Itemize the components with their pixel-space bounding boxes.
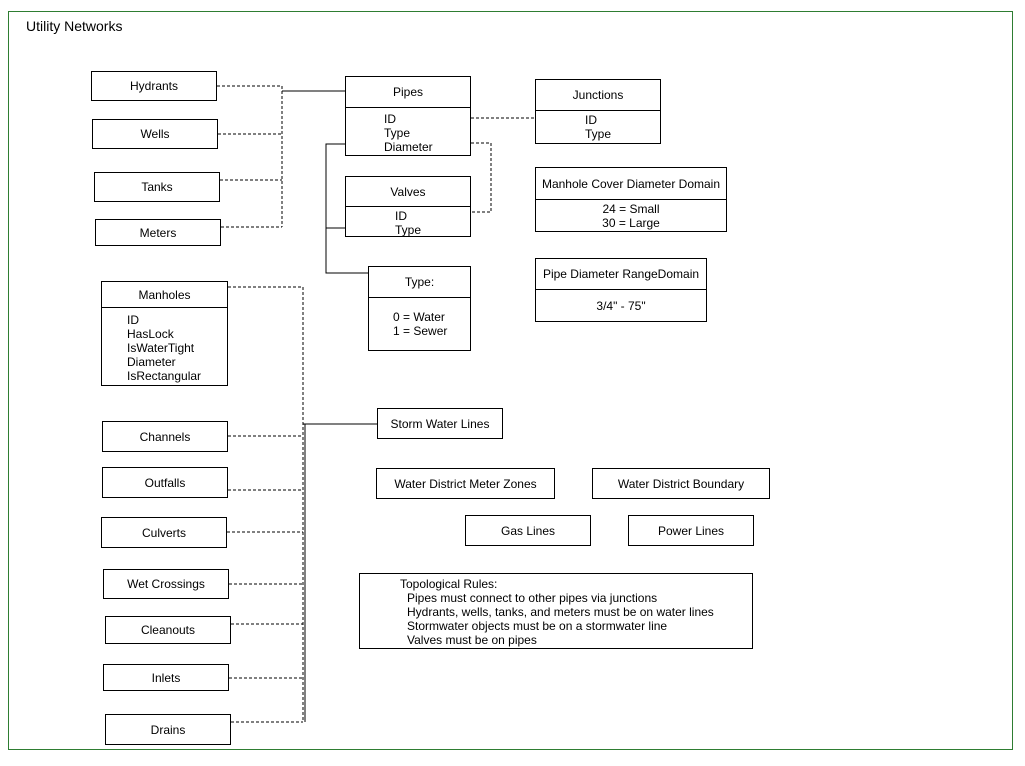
meters-box: Meters [95, 219, 221, 246]
connector-pipes-type [325, 143, 369, 274]
wells-box: Wells [92, 119, 218, 149]
junctions-header: Junctions [536, 80, 660, 111]
rules-box: Topological Rules: Pipes must connect to… [359, 573, 753, 649]
boundary-box: Water District Boundary [592, 468, 770, 499]
drains-label: Drains [150, 722, 186, 737]
power-lines-label: Power Lines [657, 523, 725, 538]
manholes-box: Manholes ID HasLock IsWaterTight Diamete… [101, 281, 228, 386]
meter-zones-box: Water District Meter Zones [376, 468, 555, 499]
drains-box: Drains [105, 714, 231, 745]
gas-lines-box: Gas Lines [465, 515, 591, 546]
type-domain-water: 0 = Water [393, 310, 445, 324]
type-domain-header: Type: [369, 267, 470, 298]
rules-header: Topological Rules: [400, 577, 498, 591]
manholes-attr-iswatertight: IsWaterTight [127, 341, 195, 355]
meter-zones-label: Water District Meter Zones [394, 476, 537, 491]
pipe-range-domain-header: Pipe Diameter RangeDomain [536, 259, 706, 290]
rule-item-1: Pipes must connect to other pipes via ju… [407, 591, 658, 605]
tanks-label: Tanks [141, 180, 173, 194]
channels-label: Channels [139, 429, 191, 444]
outfalls-box: Outfalls [102, 467, 228, 498]
manholes-attr-id: ID [127, 313, 139, 327]
channels-box: Channels [102, 421, 228, 452]
hydrants-box: Hydrants [91, 71, 217, 101]
storm-water-lines-box: Storm Water Lines [377, 408, 503, 439]
valves-attr-id: ID [395, 209, 407, 223]
outfalls-label: Outfalls [144, 475, 186, 490]
manhole-domain-large: 30 = Large [602, 216, 660, 230]
hydrants-label: Hydrants [129, 79, 179, 93]
junctions-attr-id: ID [585, 113, 597, 127]
pipe-range-domain-box: Pipe Diameter RangeDomain 3/4" - 75" [535, 258, 707, 322]
boundary-label: Water District Boundary [617, 476, 745, 491]
valves-box: Valves ID Type [345, 176, 471, 237]
wet-crossings-label: Wet Crossings [127, 577, 205, 591]
valves-attr-type: Type [395, 223, 422, 237]
wells-label: Wells [140, 127, 170, 141]
cleanouts-label: Cleanouts [140, 623, 196, 637]
inlets-box: Inlets [103, 664, 229, 691]
pipes-attr-id: ID [384, 112, 396, 126]
pipes-attr-type: Type [384, 126, 411, 140]
manholes-attr-haslock: HasLock [127, 327, 174, 341]
manholes-attr-diameter: Diameter [127, 355, 176, 369]
type-domain-box: Type: 0 = Water 1 = Sewer [368, 266, 471, 351]
gas-lines-label: Gas Lines [500, 523, 556, 538]
tanks-box: Tanks [94, 172, 220, 202]
type-domain-sewer: 1 = Sewer [393, 324, 448, 338]
rule-item-2: Hydrants, wells, tanks, and meters must … [407, 605, 714, 619]
power-lines-box: Power Lines [628, 515, 754, 546]
manholes-attr-isrectangular: IsRectangular [127, 369, 202, 383]
manhole-domain-header: Manhole Cover Diameter Domain [536, 168, 726, 200]
connector-pipes-valves [471, 142, 492, 213]
manhole-domain-small: 24 = Small [602, 202, 660, 216]
junctions-box: Junctions ID Type [535, 79, 661, 144]
valves-header: Valves [346, 177, 470, 207]
inlets-label: Inlets [151, 670, 181, 685]
diagram-title: Utility Networks [26, 18, 123, 34]
storm-water-lines-label: Storm Water Lines [390, 416, 490, 431]
pipe-range-domain-value: 3/4" - 75" [596, 299, 646, 313]
diagram-frame [8, 11, 1013, 750]
pipes-attr-diameter: Diameter [384, 140, 433, 154]
culverts-box: Culverts [101, 517, 227, 548]
manhole-domain-box: Manhole Cover Diameter Domain 24 = Small… [535, 167, 727, 232]
meters-label: Meters [139, 225, 177, 240]
pipes-header: Pipes [346, 77, 470, 108]
rule-item-3: Stormwater objects must be on a stormwat… [407, 619, 668, 633]
pipes-box: Pipes ID Type Diameter [345, 76, 471, 156]
junctions-attr-type: Type [585, 127, 612, 141]
manholes-header: Manholes [102, 282, 227, 308]
wet-crossings-box: Wet Crossings [103, 569, 229, 599]
culverts-label: Culverts [141, 525, 186, 540]
cleanouts-box: Cleanouts [105, 616, 231, 644]
rule-item-4: Valves must be on pipes [407, 633, 537, 647]
